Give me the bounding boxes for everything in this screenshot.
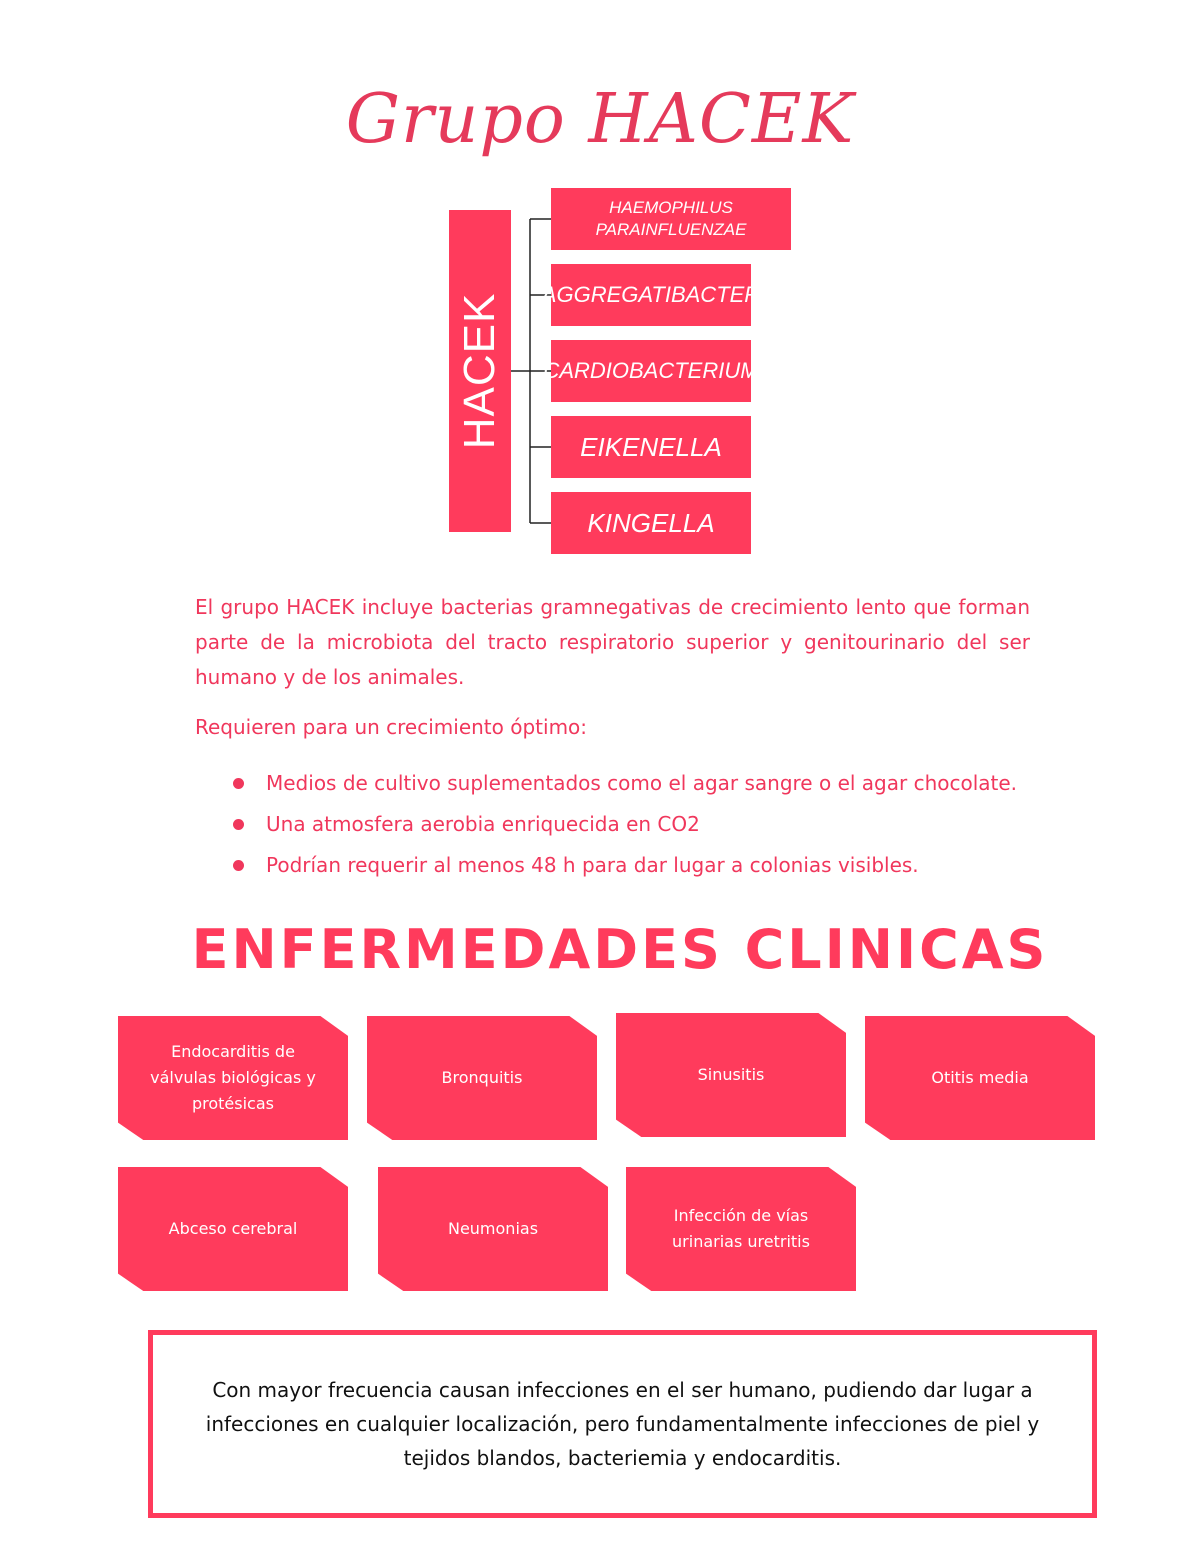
genus-aggregatibacter: AGGREGATIBACTER: [542, 264, 760, 326]
genus-cardiobacterium: CARDIOBACTERIUM: [543, 340, 759, 402]
hacek-root-label: HACEK: [455, 292, 504, 450]
bullet-icon: [233, 860, 244, 871]
bullet-icon: [233, 819, 244, 830]
disease-card: Endocarditis de válvulas biológicas y pr…: [118, 1016, 348, 1140]
disease-card: Otitis media: [865, 1016, 1095, 1140]
list-item: Podrían requerir al menos 48 h para dar …: [230, 850, 1017, 891]
genus-haemophilus: HAEMOPHILUS PARAINFLUENZAE: [551, 188, 791, 250]
disease-card: Bronquitis: [367, 1016, 597, 1140]
requirements-label: Requieren para un crecimiento óptimo:: [195, 715, 588, 739]
page-title: Grupo HACEK: [345, 80, 855, 159]
hacek-root-box: HACEK: [449, 210, 511, 532]
genus-kingella: KINGELLA: [551, 492, 751, 554]
bracket-connector: [511, 218, 551, 524]
list-item: Una atmosfera aerobia enriquecida en CO2: [230, 809, 1017, 850]
requirements-list: Medios de cultivo suplementados como el …: [230, 768, 1017, 891]
disease-card: Sinusitis: [616, 1013, 846, 1137]
bullet-icon: [233, 778, 244, 789]
section-title: ENFERMEDADES CLINICAS: [191, 918, 1049, 981]
summary-note: Con mayor frecuencia causan infecciones …: [148, 1330, 1097, 1518]
genus-eikenella: EIKENELLA: [551, 416, 751, 478]
disease-card: Infección de vías urinarias uretritis: [626, 1167, 856, 1291]
list-item: Medios de cultivo suplementados como el …: [230, 768, 1017, 809]
intro-paragraph: El grupo HACEK incluye bacterias gramneg…: [195, 595, 1030, 689]
disease-card: Abceso cerebral: [118, 1167, 348, 1291]
disease-card: Neumonias: [378, 1167, 608, 1291]
